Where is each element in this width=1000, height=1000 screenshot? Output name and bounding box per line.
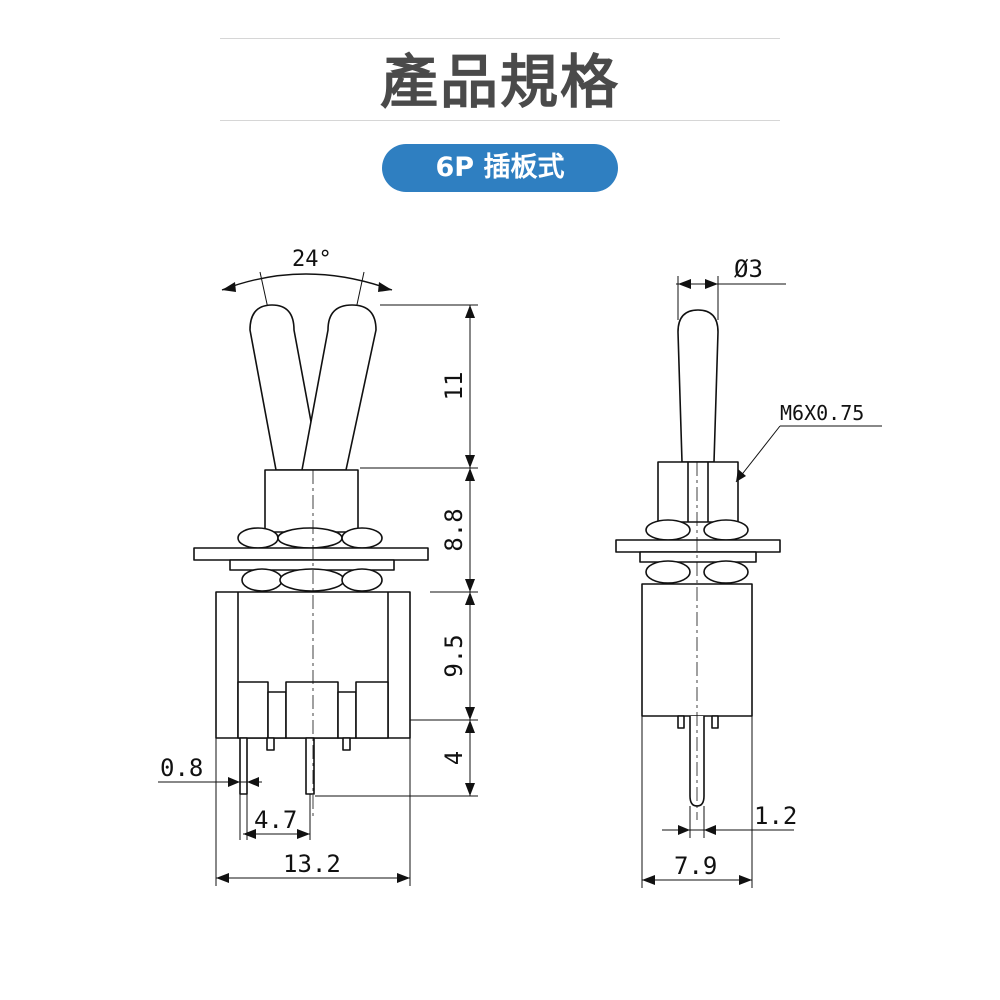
body-width-dimension bbox=[215, 738, 411, 886]
pin-pitch-label: 4.7 bbox=[254, 806, 297, 834]
bushing bbox=[264, 469, 359, 533]
body-depth-label: 7.9 bbox=[674, 852, 717, 880]
lever-left bbox=[249, 304, 321, 471]
pin-thickness-label: 1.2 bbox=[754, 802, 797, 830]
lever-diameter-dimension bbox=[676, 276, 786, 320]
side-lower-nut bbox=[645, 560, 749, 584]
pin-width-dimension bbox=[158, 781, 262, 840]
side-lever bbox=[677, 309, 719, 463]
thread-leader bbox=[735, 425, 882, 483]
panel-plate bbox=[193, 547, 429, 561]
page-title: 產品規格 bbox=[379, 48, 620, 116]
body-width-label: 13.2 bbox=[283, 850, 341, 878]
body-height-label: 9.5 bbox=[440, 634, 468, 677]
angle-label: 24° bbox=[292, 247, 332, 272]
bushing-height-label: 8.8 bbox=[440, 508, 468, 551]
upper-nut bbox=[237, 527, 383, 549]
side-bushing bbox=[657, 461, 739, 523]
mount-type-badge: 6P 插板式 bbox=[382, 144, 618, 192]
pin-left bbox=[239, 737, 248, 795]
lever-right bbox=[301, 304, 377, 471]
lever-diameter-label: Ø3 bbox=[734, 255, 763, 283]
lower-nut bbox=[241, 568, 383, 592]
pin-width-label: 0.8 bbox=[160, 754, 203, 782]
side-panel-plate bbox=[615, 539, 781, 553]
side-view: Ø3 M6X0.75 1.2 7.9 bbox=[615, 255, 882, 888]
top-divider bbox=[220, 38, 780, 39]
front-view: 24° bbox=[158, 247, 478, 886]
lever-height-label: 11 bbox=[440, 372, 468, 401]
body-depth-dimension bbox=[641, 716, 753, 888]
pin-length-label: 4 bbox=[440, 751, 468, 765]
bottom-divider bbox=[220, 120, 780, 121]
angle-arc bbox=[221, 273, 393, 291]
thread-label: M6X0.75 bbox=[780, 401, 864, 425]
